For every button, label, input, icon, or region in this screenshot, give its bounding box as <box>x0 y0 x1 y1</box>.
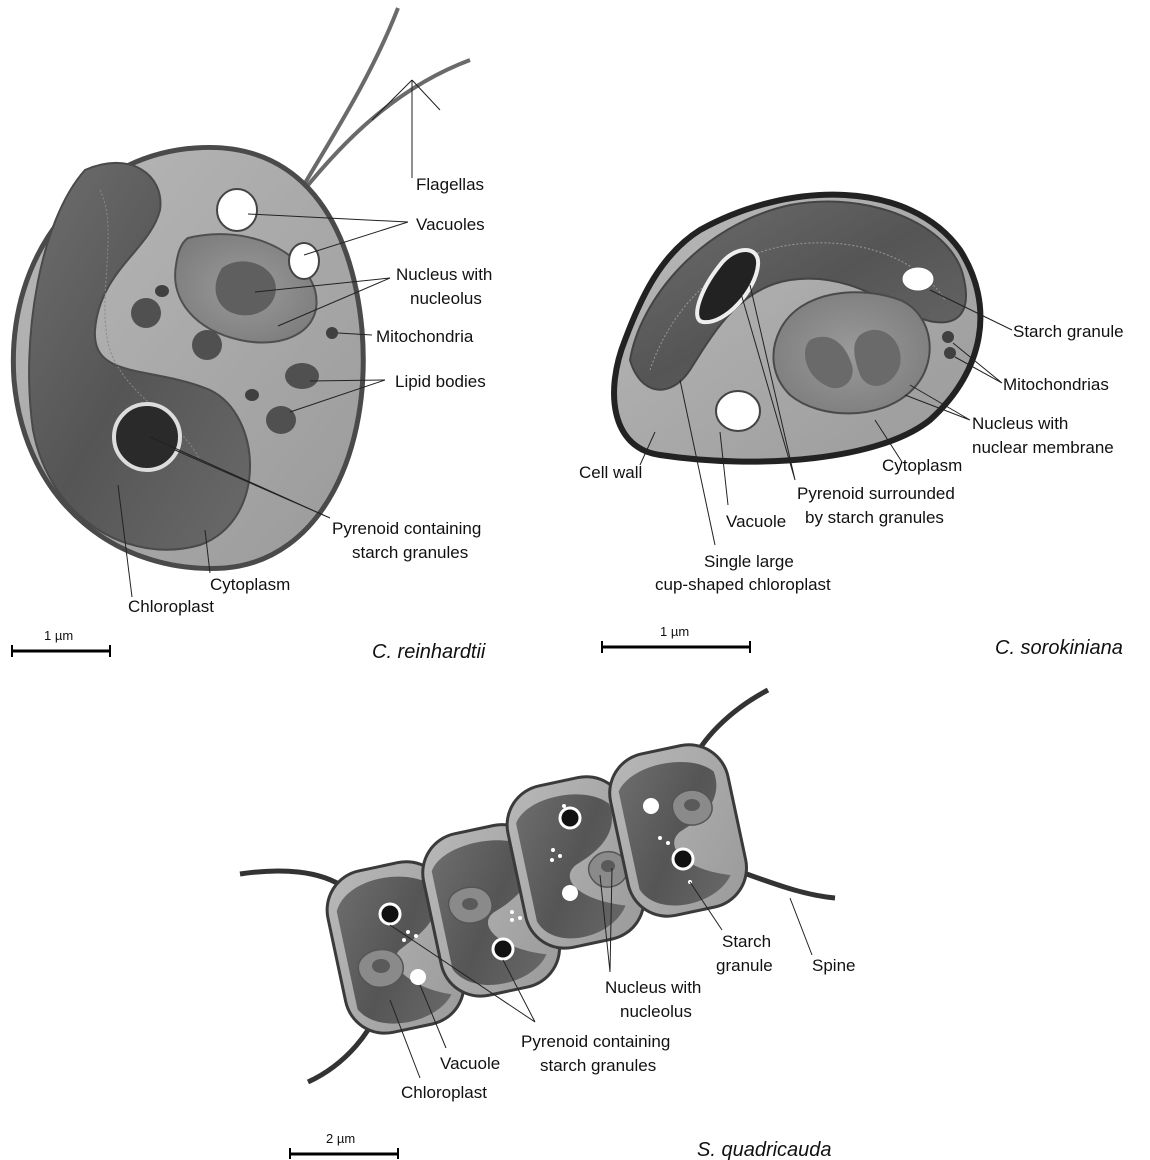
label-vacuole: Vacuole <box>440 1054 500 1073</box>
label-spine: Spine <box>812 956 855 975</box>
pyrenoid <box>493 939 513 959</box>
flagellum <box>292 8 398 205</box>
label-pyrenoid: Pyrenoid containing <box>332 519 481 538</box>
lipid-body <box>285 363 319 389</box>
nucleolus <box>684 799 700 811</box>
mitochondrion <box>155 285 169 297</box>
quadricauda-panel: Starch granule Spine Nucleus with nucleo… <box>240 690 855 1160</box>
label-starch-granule: Starch granule <box>1013 322 1124 341</box>
lipid-body <box>266 406 296 434</box>
nucleolus <box>601 860 615 872</box>
label-mitochondria: Mitochondria <box>376 327 474 346</box>
nucleolus <box>372 959 390 973</box>
species-name: C. reinhardtii <box>372 641 486 663</box>
label-starch-granule: Starch <box>722 932 771 951</box>
starch-granule <box>902 267 934 291</box>
spine <box>735 870 835 898</box>
vacuole <box>716 391 760 431</box>
vacuole <box>562 885 578 901</box>
label-mitochondrias: Mitochondrias <box>1003 375 1109 394</box>
label-nucleus: Nucleus with <box>972 414 1068 433</box>
pyrenoid <box>114 404 180 470</box>
label-nucleus-2: nucleolus <box>620 1002 692 1021</box>
label-chloroplast: Chloroplast <box>401 1083 487 1102</box>
label-vacuoles: Vacuoles <box>416 215 485 234</box>
label-nucleus: Nucleus with <box>396 265 492 284</box>
scale-bar-label: 1 µm <box>660 624 689 639</box>
mitochondrion <box>942 331 954 343</box>
species-name: C. sorokiniana <box>995 637 1123 659</box>
label-cell-wall: Cell wall <box>579 463 642 482</box>
sorokiniana-panel: Starch granule Mitochondrias Nucleus wit… <box>579 195 1124 659</box>
scale-bar-label: 2 µm <box>326 1131 355 1146</box>
reinhardtii-panel: Flagellas Vacuoles Nucleus with nucleolu… <box>12 8 492 663</box>
species-name: S. quadricauda <box>697 1139 832 1160</box>
label-pyrenoid-2: starch granules <box>540 1056 656 1075</box>
label-pyrenoid: Pyrenoid surrounded <box>797 484 955 503</box>
lipid-body <box>192 330 222 360</box>
scale-bar-label: 1 µm <box>44 628 73 643</box>
label-chloroplast: Chloroplast <box>128 597 214 616</box>
label-lipid-bodies: Lipid bodies <box>395 372 486 391</box>
label-starch-granule-2: granule <box>716 956 773 975</box>
vacuole <box>643 798 659 814</box>
pyrenoid <box>560 808 580 828</box>
label-pyrenoid: Pyrenoid containing <box>521 1032 670 1051</box>
mitochondrion <box>245 389 259 401</box>
label-nucleus: Nucleus with <box>605 978 701 997</box>
vacuole <box>217 189 257 231</box>
label-vacuole: Vacuole <box>726 512 786 531</box>
vacuole <box>289 243 319 279</box>
label-pyrenoid-2: by starch granules <box>805 508 944 527</box>
pyrenoid <box>673 849 693 869</box>
lipid-body <box>131 298 161 328</box>
pyrenoid <box>380 904 400 924</box>
label-flagellas: Flagellas <box>416 175 484 194</box>
label-chloroplast-2: cup-shaped chloroplast <box>655 575 831 594</box>
mitochondrion <box>944 347 956 359</box>
label-cytoplasm: Cytoplasm <box>210 575 290 594</box>
vacuole <box>410 969 426 985</box>
label-cytoplasm: Cytoplasm <box>882 456 962 475</box>
mitochondrion <box>326 327 338 339</box>
label-nucleus-2: nucleolus <box>410 289 482 308</box>
label-nucleus-2: nuclear membrane <box>972 438 1114 457</box>
spine <box>240 871 345 888</box>
nucleolus <box>462 898 478 910</box>
label-pyrenoid-2: starch granules <box>352 543 468 562</box>
label-chloroplast: Single large <box>704 552 794 571</box>
